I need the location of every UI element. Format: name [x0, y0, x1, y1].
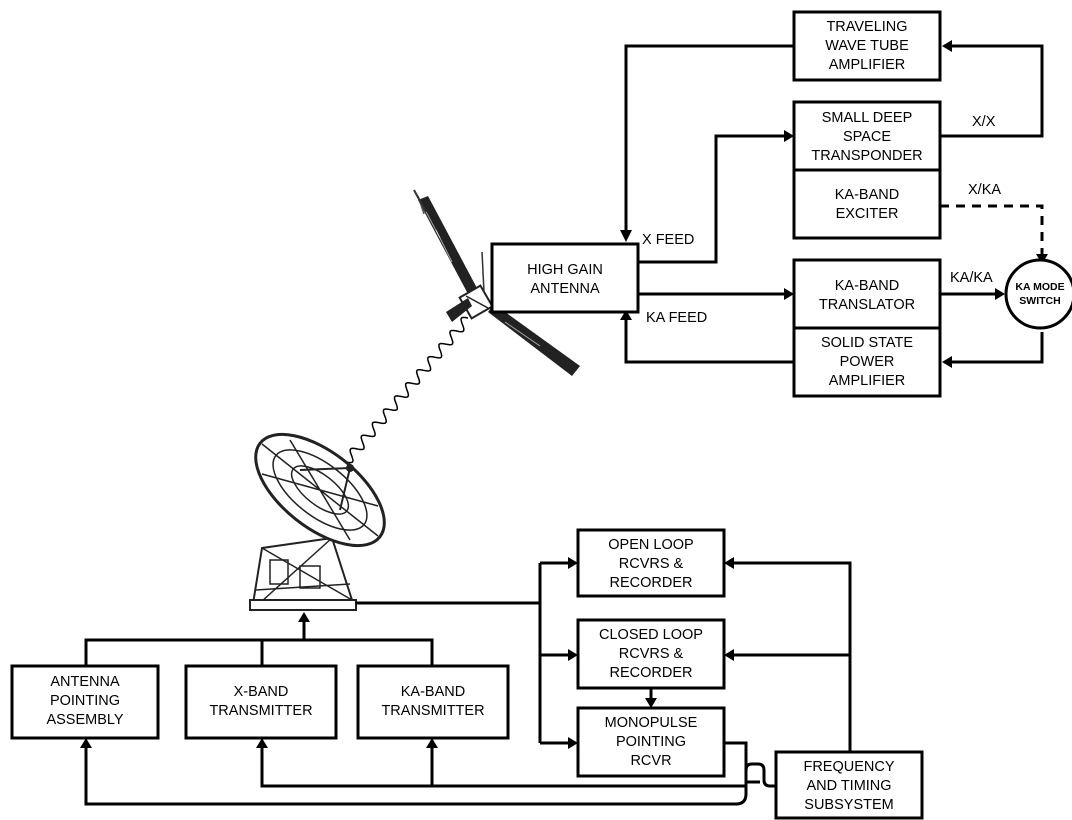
ka-mode-switch-label-2: SWITCH: [1019, 295, 1060, 307]
hga-label-1: HIGH GAIN: [527, 262, 603, 278]
x-transmitter-label-1: X-BAND: [234, 684, 289, 700]
arrowhead: [568, 649, 578, 661]
dish-antenna-icon: [249, 432, 386, 612]
antenna-pointing-label-1: ANTENNA: [50, 674, 120, 690]
freq-timing-label-2: AND TIMING: [806, 778, 891, 794]
arrowhead: [620, 310, 632, 320]
arrowhead: [426, 738, 438, 748]
open-loop-block: OPEN LOOP RCVRS & RECORDER: [576, 528, 726, 598]
twta-block: TRAVELING WAVE TUBE AMPLIFIER: [792, 10, 942, 82]
sspa-block: SOLID STATE POWER AMPLIFIER: [792, 326, 942, 398]
ka-translator-block: KA-BAND TRANSLATOR: [792, 258, 942, 330]
ft-to-receivers-line: [732, 561, 852, 752]
monopulse-label-3: RCVR: [630, 753, 671, 769]
freq-timing-block: FREQUENCY AND TIMING SUBSYSTEM: [774, 750, 924, 820]
tx-bus-line: [84, 638, 434, 666]
arrowhead: [942, 356, 952, 368]
arrowhead: [784, 288, 794, 300]
exciter-to-switch-line: [940, 204, 1044, 256]
x-transmitter-label-2: TRANSMITTER: [209, 703, 312, 719]
antenna-pointing-block: ANTENNA POINTING ASSEMBLY: [10, 664, 160, 740]
open-loop-label-1: OPEN LOOP: [608, 537, 693, 553]
freq-timing-label-3: SUBSYSTEM: [804, 797, 893, 813]
twta-label-3: AMPLIFIER: [829, 57, 906, 73]
sspa-label-1: SOLID STATE: [821, 335, 913, 351]
twta-label-1: TRAVELING: [826, 19, 907, 35]
kaka-label: KA/KA: [950, 270, 993, 286]
ka-transmitter-label-1: KA-BAND: [401, 684, 465, 700]
arrowhead: [724, 557, 734, 569]
sspa-label-3: AMPLIFIER: [829, 373, 906, 389]
freq-timing-label-1: FREQUENCY: [803, 759, 894, 775]
twta-label-2: WAVE TUBE: [825, 38, 909, 54]
monopulse-label-1: MONOPULSE: [605, 715, 698, 731]
hga-label-2: ANTENNA: [530, 281, 600, 297]
arrowhead: [724, 649, 734, 661]
spacecraft-icon: [413, 189, 580, 376]
arrowhead: [298, 612, 310, 622]
ka-transmitter-label-2: TRANSMITTER: [381, 703, 484, 719]
monopulse-label-2: POINTING: [616, 734, 686, 750]
x-feed-label: X FEED: [642, 232, 694, 248]
arrowhead: [568, 737, 578, 749]
ka-exciter-label-2: EXCITER: [836, 206, 899, 222]
ka-mode-switch-label-1: KA MODE: [1015, 281, 1064, 293]
x-feed-line: [638, 134, 786, 264]
ka-translator-label-1: KA-BAND: [835, 278, 899, 294]
closed-loop-label-1: CLOSED LOOP: [599, 627, 703, 643]
ka-transmitter-block: KA-BAND TRANSMITTER: [356, 664, 510, 740]
arrowhead: [568, 557, 578, 569]
ka-translator-label-2: TRANSLATOR: [819, 297, 915, 313]
ka-exciter-label-1: KA-BAND: [835, 187, 899, 203]
sdst-label-2: SPACE: [843, 129, 891, 145]
antenna-pointing-label-2: POINTING: [50, 693, 120, 709]
arrowhead: [784, 130, 794, 142]
ka-mode-switch: KA MODE SWITCH: [1004, 258, 1072, 330]
antenna-pointing-label-3: ASSEMBLY: [46, 712, 123, 728]
arrowhead: [995, 288, 1005, 300]
arrowhead: [942, 40, 952, 52]
open-loop-label-3: RECORDER: [610, 575, 693, 591]
sdst-to-twta-line: [940, 44, 1044, 138]
downlink-wave-icon: [345, 316, 469, 464]
monopulse-block: MONOPULSE POINTING RCVR: [576, 706, 726, 778]
arrowhead: [645, 698, 657, 708]
closed-loop-block: CLOSED LOOP RCVRS & RECORDER: [576, 618, 726, 690]
monopulse-return-line: [84, 743, 748, 806]
xka-label: X/KA: [968, 182, 1001, 198]
sspa-to-hga-line: [624, 318, 794, 364]
switch-to-sspa-line: [948, 332, 1044, 364]
arrowhead: [80, 738, 92, 748]
closed-loop-label-2: RCVRS &: [619, 646, 684, 662]
hga-block: HIGH GAIN ANTENNA: [490, 242, 640, 314]
ft-to-transmitters-line: [260, 746, 776, 788]
x-transmitter-block: X-BAND TRANSMITTER: [184, 664, 338, 740]
arrowhead: [620, 230, 632, 242]
sdst-block: SMALL DEEP SPACE TRANSPONDER: [792, 100, 942, 172]
sspa-label-2: POWER: [840, 354, 895, 370]
sdst-label-1: SMALL DEEP: [822, 110, 913, 126]
xx-label: X/X: [972, 114, 996, 130]
twta-to-hga-line: [624, 44, 794, 236]
open-loop-label-2: RCVRS &: [619, 556, 684, 572]
ka-feed-label: KA FEED: [646, 310, 707, 326]
sdst-label-3: TRANSPONDER: [811, 148, 922, 164]
arrowhead: [256, 738, 268, 748]
ka-exciter-block: KA-BAND EXCITER: [792, 168, 942, 240]
closed-loop-label-3: RECORDER: [610, 665, 693, 681]
